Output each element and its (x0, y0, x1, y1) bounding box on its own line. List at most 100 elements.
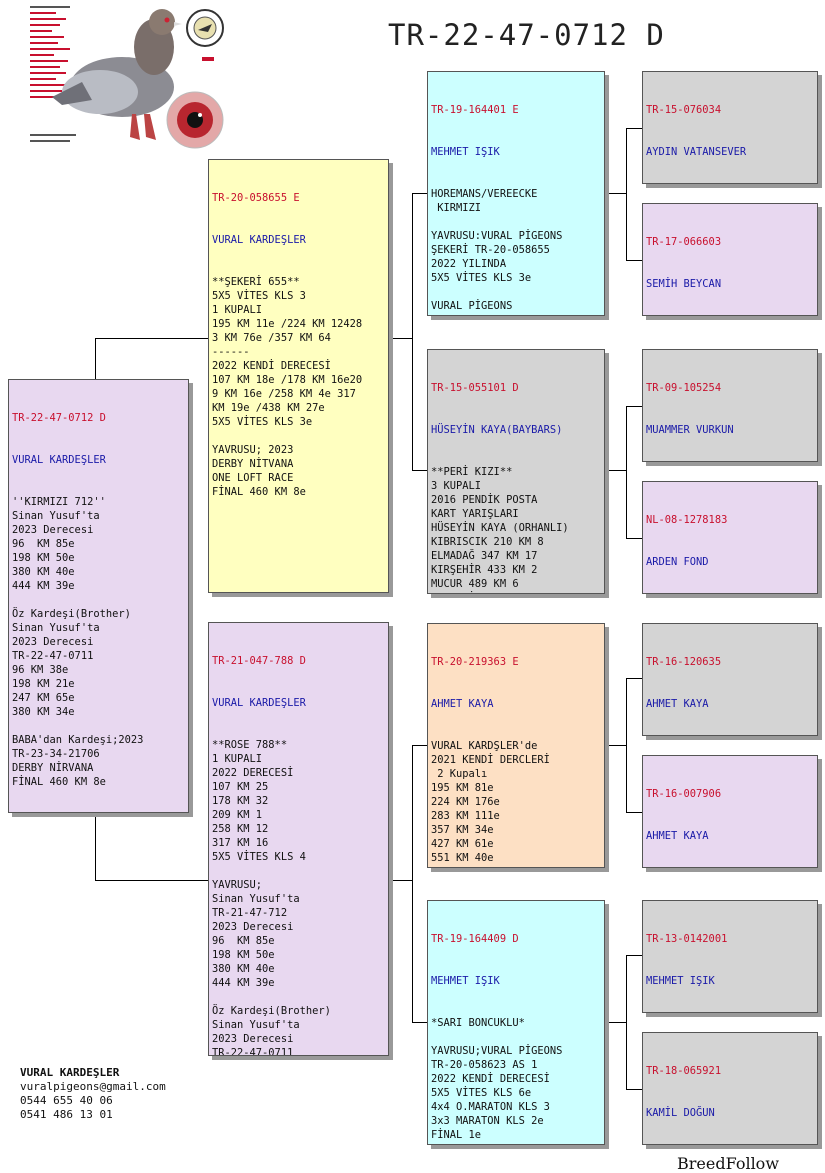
note-line: BABA'dan Kardeşi;2023 (12, 734, 144, 746)
note-line (212, 864, 385, 878)
pedigree-card-ssd[interactable]: TR-17-066603 SEMİH BEYCAN VEREECKE (642, 203, 818, 316)
owner-name: HÜSEYİN KAYA(BAYBARS) (431, 424, 563, 436)
note-line: 317 KM 16 (212, 837, 269, 849)
pedigree-card-dam-sire[interactable]: TR-20-219363 E AHMET KAYA VURAL KARDŞLER… (427, 623, 605, 868)
contact-block: VURAL KARDEŞLER vuralpigeons@gmail.com 0… (20, 1066, 166, 1122)
connector-line (626, 678, 642, 679)
connector-line (626, 955, 642, 956)
note-line: VURAL KARDŞLER'de (431, 740, 538, 752)
note-line: 2016 PENDİK POSTA (431, 494, 538, 506)
connector-line (95, 338, 96, 380)
pedigree-card-sire[interactable]: TR-20-058655 E VURAL KARDEŞLER **ŞEKERİ … (208, 159, 389, 593)
owner-name: ARDEN FOND (646, 556, 709, 568)
note-line (431, 215, 601, 229)
note-line: ------ (212, 346, 250, 358)
pedigree-card-sire-sire[interactable]: TR-19-164401 E MEHMET IŞIK HOREMANS/VERE… (427, 71, 605, 316)
connector-line (412, 1022, 428, 1023)
note-line: KIBRISCIK 210 KM 8 (431, 536, 544, 548)
note-line: ''KIRMIZI 712'' (12, 496, 106, 508)
ring-number: TR-18-065921 (646, 1065, 722, 1077)
note-line (12, 719, 185, 733)
note-line: 2023 Derecesi (212, 921, 294, 933)
email-address[interactable]: vuralpigeons@gmail.com (20, 1080, 166, 1093)
note-line: 209 KM 1 (212, 809, 263, 821)
connector-line (412, 193, 413, 470)
note-line: 258 KM 12 (212, 823, 269, 835)
ring-number: TR-19-164409 D (431, 933, 519, 945)
brand-watermark: BreedFollow (677, 1154, 780, 1173)
note-line: 2022 KENDİ DERECESİ (431, 1073, 550, 1085)
owner-name: VURAL KARDEŞLER (212, 697, 306, 709)
owner-name: VURAL KARDEŞLER (212, 234, 306, 246)
note-line: HOREMANS/VEREECKE (431, 188, 538, 200)
note-line: **PERİ KIZI** (431, 466, 513, 478)
pedigree-card-sdd[interactable]: NL-08-1278183 ARDEN FOND (642, 481, 818, 594)
note-line: TORUNU:2023 YILINDA (431, 313, 601, 315)
owner-name: AYDIN VATANSEVER (646, 146, 747, 158)
note-line: KIRMIZI (431, 202, 482, 214)
pedigree-card-ddd[interactable]: TR-18-065921 KAMİL DOĞUN ARTURUN KIZI (642, 1032, 818, 1145)
note-line: KIRŞEHİR 433 KM 2 (431, 564, 538, 576)
connector-line (626, 128, 642, 129)
note-line: Öz Kardeşi(Brother) (212, 1005, 331, 1017)
pedigree-card-dam[interactable]: TR-21-047-788 D VURAL KARDEŞLER **ROSE 7… (208, 622, 389, 1056)
pedigree-card-dam-dam[interactable]: TR-19-164409 D MEHMET IŞIK *SARI BONCUKL… (427, 900, 605, 1145)
ring-number: TR-21-047-788 D (212, 655, 306, 667)
note-line: VURAL PİGEONS (431, 300, 513, 312)
note-line: KART YARIŞLARI (431, 508, 519, 520)
note-line: 3 KM 76e /357 KM 64 (212, 332, 331, 344)
pedigree-card-sds[interactable]: TR-09-105254 MUAMMER VURKUN BARCELONA (642, 349, 818, 462)
note-line: FİNAL 460 KM 8e (212, 486, 306, 498)
connector-line (412, 745, 413, 1022)
owner-name: KAMİL DOĞUN (646, 1107, 715, 1119)
page-title: TR-22-47-0712 D (388, 18, 665, 52)
pedigree-card-dss[interactable]: TR-16-120635 AHMET KAYA DE PRUT (642, 623, 818, 736)
phone-number-1[interactable]: 0544 655 40 06 (20, 1094, 113, 1107)
owner-name: AHMET KAYA (646, 698, 709, 710)
note-line: 224 KM 176e (431, 796, 500, 808)
note-line: 380 KM 34e (12, 706, 75, 718)
connector-line (626, 406, 642, 407)
note-line: *SARI BONCUKLU* (431, 1017, 525, 1029)
ring-number: TR-09-105254 (646, 382, 722, 394)
breeder-name: VURAL KARDEŞLER (20, 1066, 120, 1079)
note-line (212, 429, 385, 443)
owner-name: MEHMET IŞIK (431, 975, 500, 987)
note-line: 2022 YILINDA (431, 258, 507, 270)
note-line: 107 KM 18e /178 KM 16e20 (212, 374, 363, 386)
note-line (431, 285, 601, 299)
note-line: 5X5 VİTES KLS 3 (212, 290, 306, 302)
pedigree-card-dsd[interactable]: TR-16-007906 AHMET KAYA SOKORPİON DİYARB… (642, 755, 818, 868)
note-line: 5X5 VİTES KLS 3e (212, 416, 313, 428)
connector-line (604, 745, 626, 746)
ring-number: NL-08-1278183 (646, 514, 728, 526)
pigeon-icon (52, 9, 182, 140)
pedigree-card-sire-dam[interactable]: TR-15-055101 D HÜSEYİN KAYA(BAYBARS) **P… (427, 349, 605, 594)
note-line: 4x4 O.MARATON KLS 3 (431, 1101, 550, 1113)
note-line: ONE LOFT RACE (212, 472, 294, 484)
note-line: 5X5 VİTES KLS 6e (431, 1087, 532, 1099)
pedigree-card-subject[interactable]: TR-22-47-0712 D VURAL KARDEŞLER ''KIRMIZ… (8, 379, 189, 813)
note-line: TR-22-47-0711 (12, 650, 94, 662)
note-line: 3x3 MARATON KLS 2e (431, 1115, 544, 1127)
pigeon-notes: HOREMANS/VEREECKE KIRMIZI YAVRUSU:VURAL … (431, 187, 601, 315)
note-line (212, 990, 385, 1004)
ring-number: TR-19-164401 E (431, 104, 519, 116)
connector-line (412, 745, 428, 746)
connector-line (626, 678, 627, 812)
note-line: KAYSERİ 587 KM 6 (431, 591, 601, 593)
pedigree-card-dds[interactable]: TR-13-0142001 MEHMET IŞIK SİVAS 680 KM 1… (642, 900, 818, 1013)
note-line: 2 Kupalı (431, 768, 488, 780)
owner-name: MEHMET IŞIK (431, 146, 500, 158)
connector-line (626, 812, 642, 813)
note-line: 551 KM 40e (431, 852, 494, 864)
ring-number: TR-20-219363 E (431, 656, 519, 668)
owner-name: SEMİH BEYCAN (646, 278, 722, 290)
pedigree-card-sss[interactable]: TR-15-076034 AYDIN VATANSEVER HOREMANSKI… (642, 71, 818, 184)
connector-line (604, 193, 626, 194)
note-line: **ŞEKERİ 655** (212, 276, 300, 288)
phone-number-2[interactable]: 0541 486 13 01 (20, 1108, 113, 1121)
connector-line (95, 812, 96, 880)
